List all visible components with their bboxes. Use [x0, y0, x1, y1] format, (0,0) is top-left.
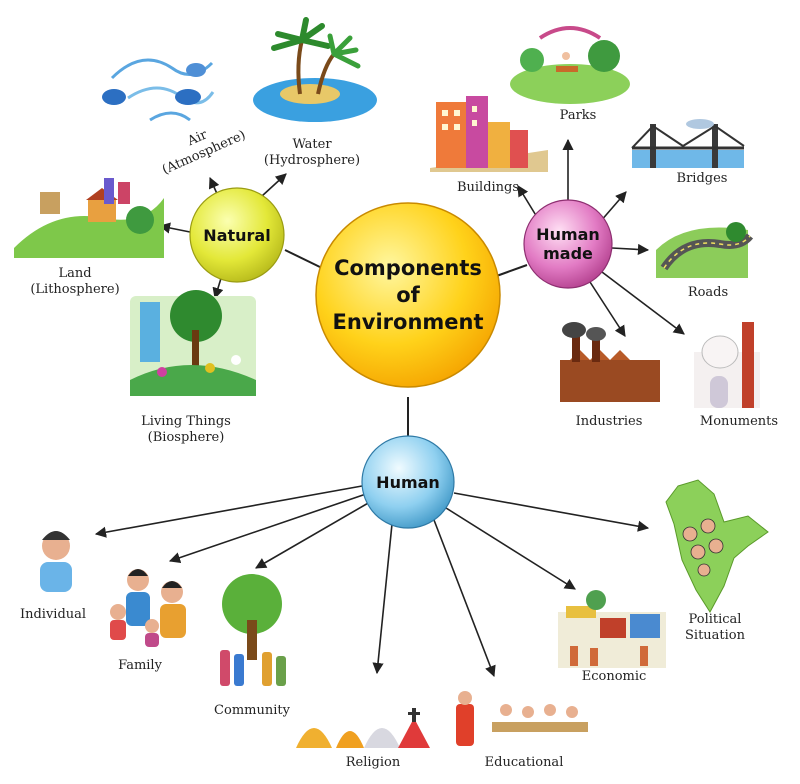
bridges-illustration — [631, 119, 745, 168]
industries-illustration — [560, 322, 660, 402]
arrow-roads — [611, 243, 650, 256]
roads-illustration — [656, 222, 754, 278]
parks-illustration — [510, 26, 630, 104]
human-text: Human — [376, 472, 440, 492]
label-water: Water (Hydrosphere) — [262, 137, 362, 169]
arrow-educational — [433, 519, 496, 678]
center-circle — [315, 202, 501, 388]
label-family: Family — [118, 658, 162, 673]
label-political-1: Political — [688, 612, 742, 627]
living-things-illustration — [130, 290, 256, 396]
label-individual: Individual — [19, 607, 87, 622]
human-made-text-1: Human — [536, 225, 600, 244]
label-political-situation: Political Situation — [672, 612, 758, 644]
center-label: Components of Environment — [316, 203, 500, 387]
arrow-family — [168, 493, 367, 564]
human-made-hub-label: Human made — [524, 200, 612, 288]
label-economic: Economic — [581, 669, 647, 684]
individual-illustration — [40, 531, 72, 592]
natural-hub-label: Natural — [190, 188, 284, 282]
human-made-circle — [523, 199, 613, 289]
community-illustration — [220, 574, 286, 686]
center-line-3: Environment — [332, 309, 484, 334]
political-map-illustration — [665, 479, 769, 613]
monuments-illustration — [694, 322, 760, 408]
label-land-2: (Lithosphere) — [30, 282, 120, 297]
label-buildings: Buildings — [456, 180, 520, 195]
arrow-individual — [94, 485, 363, 538]
label-religion: Religion — [345, 755, 401, 770]
arrow-economic — [445, 507, 576, 590]
arrow-political — [453, 492, 650, 532]
label-land: Land (Lithosphere) — [20, 266, 130, 298]
label-educational: Educational — [484, 755, 564, 770]
land-illustration — [14, 178, 164, 258]
natural-text: Natural — [203, 225, 271, 245]
buildings-illustration — [430, 96, 548, 172]
natural-circle — [189, 187, 285, 283]
arrow-land — [158, 222, 191, 234]
label-monuments: Monuments — [699, 414, 779, 429]
label-roads: Roads — [687, 285, 729, 300]
human-hub-label: Human — [362, 436, 454, 528]
connector-natural — [284, 249, 323, 269]
label-living-2: (Biosphere) — [147, 430, 225, 445]
center-line-1: Components — [334, 255, 482, 280]
label-water-1: Water — [292, 137, 332, 152]
arrow-community — [255, 501, 371, 569]
arrow-religion — [372, 523, 393, 675]
human-made-text-2: made — [543, 244, 593, 263]
air-illustration — [102, 58, 215, 122]
label-land-1: Land — [58, 266, 92, 281]
arrow-water — [261, 173, 287, 197]
arrow-industries — [589, 281, 626, 337]
human-circle — [361, 435, 455, 529]
label-political-2: Situation — [685, 628, 745, 643]
label-community: Community — [214, 703, 290, 718]
arrow-monuments — [601, 271, 685, 335]
label-industries: Industries — [575, 414, 643, 429]
arrow-bridges — [599, 191, 627, 223]
educational-illustration — [456, 691, 588, 746]
human-arrows — [94, 485, 650, 678]
center-line-2: of — [396, 282, 420, 307]
label-living-1: Living Things — [141, 414, 231, 429]
label-parks: Parks — [559, 108, 597, 123]
religion-illustration — [296, 708, 430, 748]
family-illustration — [110, 569, 186, 647]
water-illustration — [253, 17, 377, 122]
label-living-things: Living Things (Biosphere) — [128, 414, 244, 446]
label-bridges: Bridges — [676, 171, 728, 186]
economic-illustration — [558, 590, 666, 668]
label-water-2: (Hydrosphere) — [263, 153, 361, 168]
human-made-arrows — [517, 138, 685, 337]
